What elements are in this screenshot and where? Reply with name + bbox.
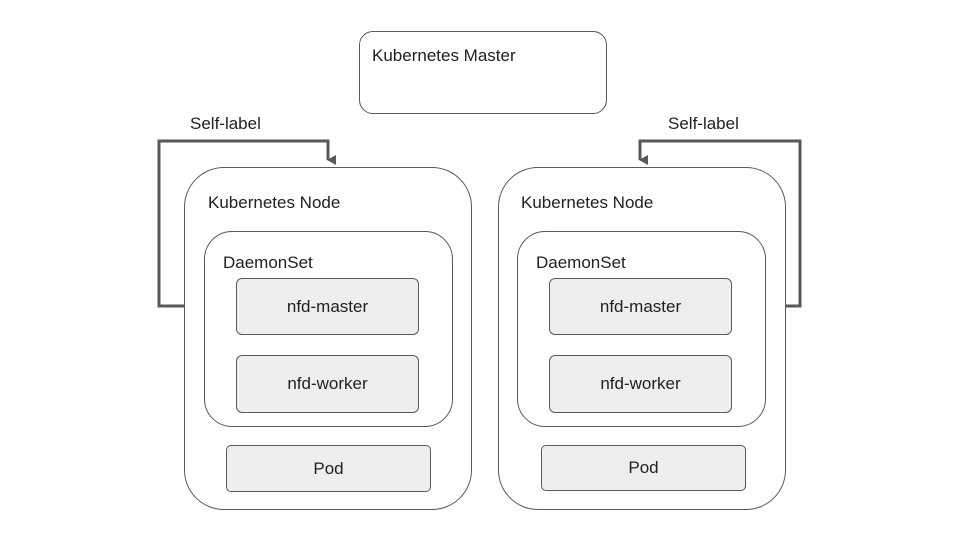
pod-right: Pod <box>541 445 746 491</box>
kubernetes-master-box: Kubernetes Master <box>359 31 607 114</box>
nfd-worker-right: nfd-worker <box>549 355 732 413</box>
daemonset-label: DaemonSet <box>223 253 313 272</box>
kubernetes-master-label: Kubernetes Master <box>372 46 516 65</box>
kubernetes-node-label: Kubernetes Node <box>208 193 341 212</box>
self-label-text-right: Self-label <box>668 114 739 133</box>
self-label-text-left: Self-label <box>190 114 261 133</box>
daemonset-label: DaemonSet <box>536 253 626 272</box>
nfd-master-right: nfd-master <box>549 278 732 335</box>
pod-left: Pod <box>226 445 431 492</box>
kubernetes-node-label: Kubernetes Node <box>521 193 654 212</box>
nfd-master-left: nfd-master <box>236 278 419 335</box>
nfd-worker-left: nfd-worker <box>236 355 419 413</box>
